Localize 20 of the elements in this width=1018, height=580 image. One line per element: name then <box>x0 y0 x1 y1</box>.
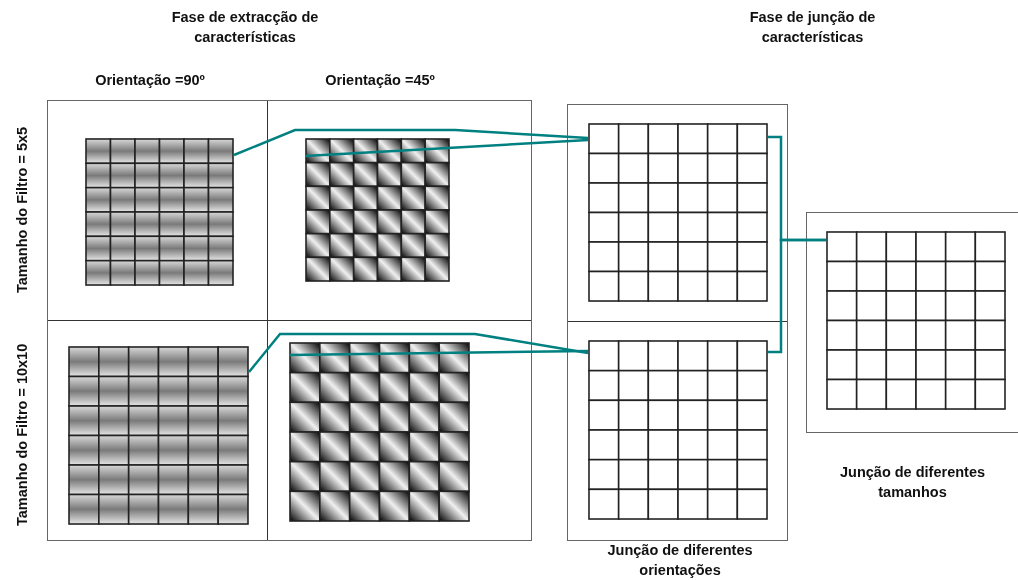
connector-line <box>304 138 589 158</box>
empty-grid-drawing <box>588 123 768 302</box>
heading-label: Junção de diferentes orientações <box>606 541 754 580</box>
gradient-grid-drawing <box>85 138 234 286</box>
gradient-grid-drawing <box>68 346 249 525</box>
connector-line <box>248 332 589 373</box>
heading-label: Junção de diferentes tamanhos <box>838 463 986 502</box>
gradient-grid-drawing <box>289 342 470 522</box>
connector-line <box>289 349 588 357</box>
empty-grid-drawing <box>588 340 768 520</box>
empty-grid-drawing <box>826 231 1006 410</box>
heading-label: Orientação =90º <box>94 71 206 90</box>
connector-line <box>768 238 826 354</box>
connector-line <box>233 128 589 157</box>
row-label: Tamanho do Filtro = 5x5 <box>13 125 31 296</box>
heading-label: Fase de junção de características <box>748 8 877 47</box>
heading-label: Fase de extracção de características <box>170 8 320 47</box>
gradient-grid-drawing <box>305 138 450 282</box>
heading-label: Orientação =45º <box>324 71 436 90</box>
row-label: Tamanho do Filtro = 10x10 <box>13 342 31 529</box>
